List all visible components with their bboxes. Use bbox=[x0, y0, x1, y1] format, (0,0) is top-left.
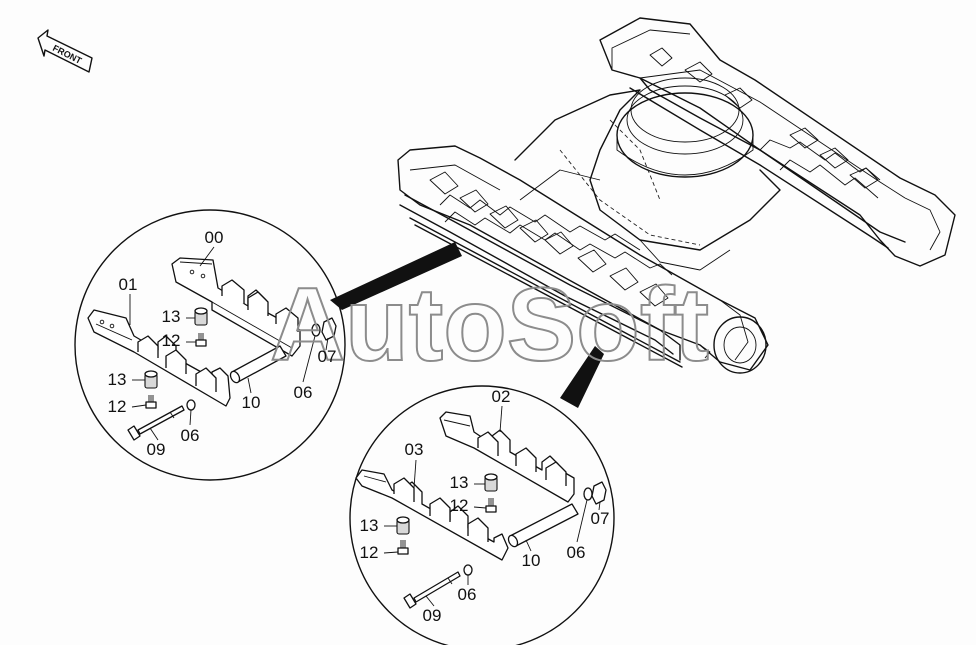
callout-c06b: 06 bbox=[181, 426, 200, 445]
callout-c06c: 06 bbox=[567, 543, 586, 562]
callout-c12a: 12 bbox=[162, 331, 181, 350]
callout-c00: 00 bbox=[205, 228, 224, 247]
detail-circle-right bbox=[349, 385, 615, 645]
callout-c07b: 07 bbox=[591, 509, 610, 528]
part-00-upper-guard bbox=[171, 257, 301, 357]
spacer-13-lower-right bbox=[396, 516, 410, 535]
washer-06-upper-right bbox=[583, 487, 593, 501]
nut-07-left bbox=[321, 317, 337, 341]
washer-06-upper bbox=[311, 323, 321, 337]
bolt-12-upper-right bbox=[485, 498, 497, 513]
callout-c02: 02 bbox=[492, 387, 511, 406]
callout-c13d: 13 bbox=[360, 516, 379, 535]
bolt-09-right bbox=[403, 571, 461, 609]
washer-06-lower bbox=[186, 399, 196, 411]
callout-c09b: 09 bbox=[423, 606, 442, 625]
leader-lines-right bbox=[383, 405, 601, 607]
spacer-13-lower bbox=[144, 370, 158, 389]
bolt-09-left bbox=[127, 405, 185, 441]
callout-c12d: 12 bbox=[360, 543, 379, 562]
leader-lines-left bbox=[129, 246, 329, 441]
callout-c13a: 13 bbox=[162, 307, 181, 326]
callout-c13c: 13 bbox=[450, 473, 469, 492]
washer-06-lower-right bbox=[463, 564, 473, 576]
watermark-text: AutoSoft bbox=[270, 267, 709, 383]
part-01-lower-guard bbox=[87, 309, 231, 407]
callout-c13b: 13 bbox=[108, 370, 127, 389]
part-03-lower-guard bbox=[355, 469, 509, 561]
callout-labels: 00 01 13 12 13 12 07 10 06 06 09 02 03 13 12 13 12 07 10 06… bbox=[108, 228, 610, 625]
part-02-upper-guard bbox=[439, 411, 575, 503]
nut-07-right bbox=[591, 481, 607, 505]
callout-c12b: 12 bbox=[108, 397, 127, 416]
leader-wedge-upper bbox=[330, 242, 462, 310]
bolt-12-lower-right bbox=[397, 540, 409, 555]
front-arrow-icon: FRONT bbox=[37, 29, 93, 73]
callout-c03: 03 bbox=[405, 440, 424, 459]
spacer-13-upper bbox=[194, 307, 208, 326]
callout-c10a: 10 bbox=[242, 393, 261, 412]
callout-c10b: 10 bbox=[522, 551, 541, 570]
detail-circle-left bbox=[74, 209, 346, 481]
bolt-12-lower bbox=[145, 395, 157, 409]
callout-c01: 01 bbox=[119, 275, 138, 294]
spacer-13-upper-right bbox=[484, 473, 498, 492]
pipe-10-right bbox=[507, 503, 579, 548]
callout-c12c: 12 bbox=[450, 496, 469, 515]
callout-c07a: 07 bbox=[318, 347, 337, 366]
callout-c06a: 06 bbox=[294, 383, 313, 402]
leader-wedge-lower bbox=[560, 346, 604, 408]
undercarriage-frame bbox=[397, 17, 956, 374]
bolt-12-upper bbox=[195, 333, 207, 347]
pipe-10-left bbox=[229, 345, 287, 384]
callout-c09a: 09 bbox=[147, 440, 166, 459]
callout-c06d: 06 bbox=[458, 585, 477, 604]
